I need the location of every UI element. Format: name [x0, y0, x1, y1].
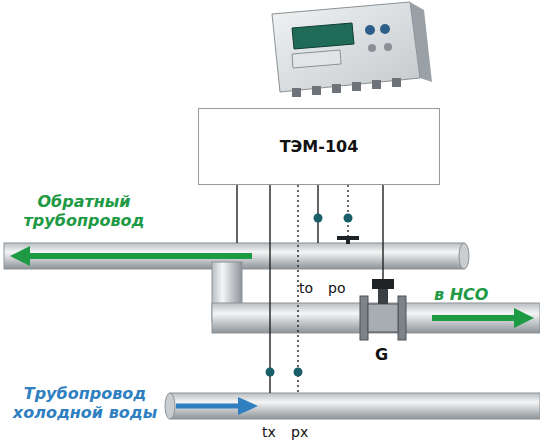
cold-flow-arrow — [238, 397, 258, 415]
sensor-dots — [314, 214, 323, 223]
meter-device — [292, 23, 354, 49]
sensor-dots — [266, 368, 275, 377]
sensor-dots — [294, 368, 303, 377]
box-title: ТЭМ-104 — [280, 137, 359, 156]
cold-water-pipe — [165, 393, 540, 419]
meter-device — [380, 24, 390, 34]
supply-flow-arrow — [432, 308, 534, 328]
meter-device — [368, 44, 376, 52]
sensor-dots — [266, 214, 353, 377]
sensor-label: tх — [262, 424, 276, 441]
meter-device — [332, 84, 341, 93]
flowmeter-symbol — [360, 279, 406, 340]
signal-wires — [236, 185, 237, 243]
meter-device — [292, 88, 301, 97]
sensor-label: tо — [299, 280, 313, 297]
cold-flow-arrow — [176, 397, 258, 415]
return-flow-arrow — [10, 246, 252, 266]
meter-device — [352, 82, 361, 91]
cold-water-pipe — [170, 393, 540, 419]
sensor-dots — [344, 214, 353, 223]
branch-pipe — [212, 303, 540, 333]
meter-device — [392, 78, 401, 87]
flowmeter-symbol — [368, 304, 398, 332]
return-flow-arrow — [26, 253, 252, 259]
return-flow-arrow — [10, 246, 30, 266]
pipe-name: Трубопровод холодной воды — [2, 384, 168, 422]
supply-flow-arrow — [514, 308, 534, 328]
flowmeter-symbol — [372, 279, 394, 289]
meter-device — [292, 50, 341, 68]
pressure-tap-symbol — [337, 236, 359, 244]
cold-flow-arrow — [176, 404, 240, 409]
flowmeter-symbol — [398, 296, 406, 340]
return-pipe — [459, 243, 469, 269]
signal-wires — [382, 185, 383, 279]
meter-device — [272, 2, 432, 97]
meter-device — [384, 43, 392, 51]
meter-device — [312, 86, 321, 95]
supply-flow-arrow — [432, 315, 516, 321]
flow-direction-label: в НСО — [434, 285, 488, 304]
signal-wires — [237, 185, 383, 393]
meter-device — [365, 25, 375, 35]
signal-wires — [297, 185, 298, 393]
branch-pipe — [212, 262, 540, 333]
flowmeter-label: G — [375, 345, 388, 364]
flowmeter-symbol — [360, 296, 368, 340]
meter-box: ТЭМ-104 — [198, 108, 440, 185]
pressure-tap-symbol — [346, 238, 350, 244]
sensor-label: pх — [291, 424, 308, 441]
signal-wires — [269, 185, 270, 393]
signal-wires — [347, 185, 348, 236]
meter-device — [272, 2, 420, 92]
sensor-label: pо — [328, 280, 345, 297]
cold-water-pipe — [165, 393, 175, 419]
pipe-name: Обратный трубопровод — [4, 192, 164, 230]
meter-device — [372, 80, 381, 89]
